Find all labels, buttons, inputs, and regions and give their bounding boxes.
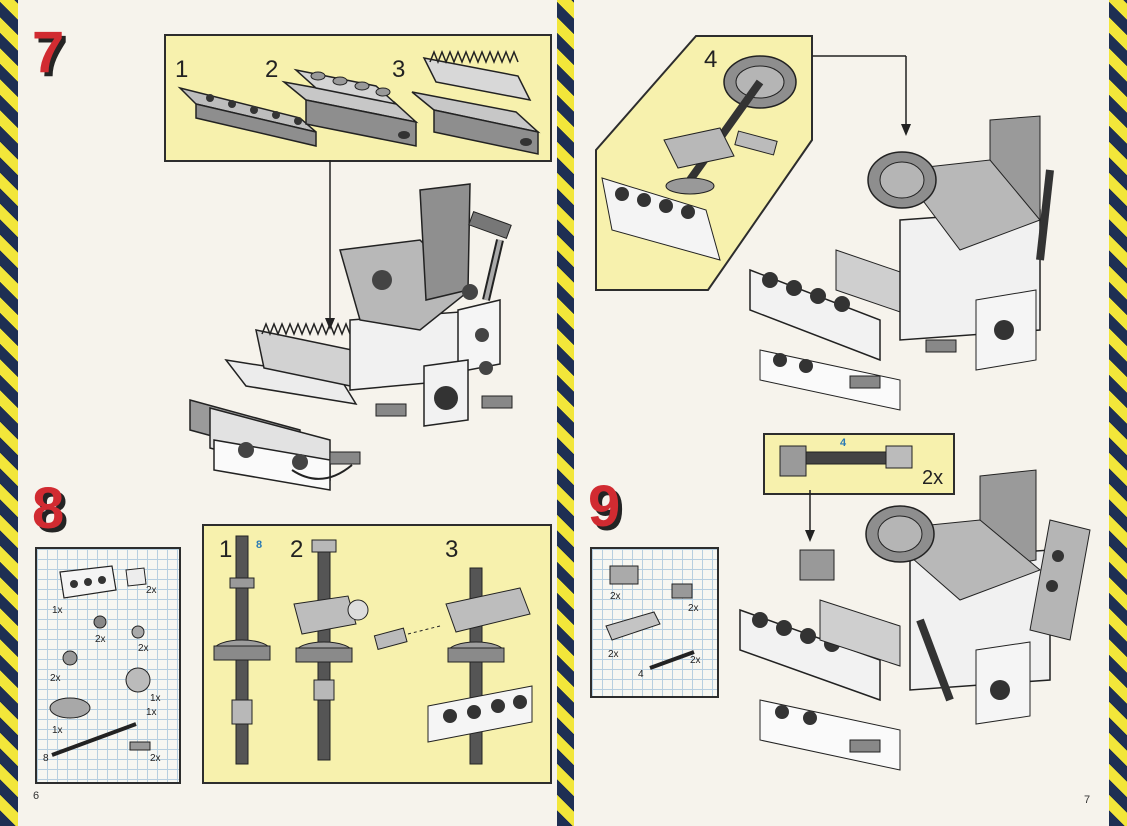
gear-large-icon bbox=[125, 667, 151, 693]
step-9-part-qty-2: 2x bbox=[688, 603, 699, 614]
axle-icon bbox=[649, 650, 695, 670]
subassembly-qty: 2x bbox=[922, 467, 944, 489]
peg-icon bbox=[671, 583, 693, 599]
technic-plate-icon bbox=[605, 611, 661, 641]
step-7-assembly-icon bbox=[189, 183, 513, 491]
axle-gear-assembly-2-icon bbox=[293, 539, 369, 761]
step-7-substep-2: 2 bbox=[265, 56, 279, 83]
connector-brick-icon bbox=[125, 567, 147, 587]
step-9-assembly-icon bbox=[739, 469, 1091, 771]
part-qty-3: 2x bbox=[95, 634, 106, 645]
connector-icon bbox=[609, 565, 639, 585]
gear-rack-icon bbox=[411, 49, 541, 155]
step-9-part-qty-3: 2x bbox=[608, 649, 619, 660]
step-7-substep-3: 3 bbox=[392, 56, 406, 83]
step-9-part-qty-1: 2x bbox=[610, 591, 621, 602]
step-8-illustration bbox=[213, 535, 533, 765]
step-9-axle-length: 4 bbox=[638, 669, 644, 680]
wheel-icon bbox=[49, 697, 91, 719]
axle-icon bbox=[51, 722, 137, 757]
step-8-parts-icons bbox=[49, 565, 151, 757]
part-qty-6: 1x bbox=[150, 693, 161, 704]
step-8-substep-1: 1 bbox=[219, 536, 233, 563]
part-qty-4: 2x bbox=[138, 643, 149, 654]
step-8-substep-3: 3 bbox=[445, 536, 459, 563]
hazard-stripe-right bbox=[1109, 0, 1127, 826]
step-8-number: 8 bbox=[32, 476, 65, 541]
part-qty-5: 2x bbox=[50, 673, 61, 684]
part-qty-1: 1x bbox=[52, 605, 63, 616]
axle-joiner-icon bbox=[62, 650, 78, 666]
axle-gear-assembly-3-icon bbox=[373, 567, 533, 765]
page-number-right: 7 bbox=[1084, 794, 1091, 806]
subassembly-axle-length: 4 bbox=[840, 437, 847, 449]
page-number-left: 6 bbox=[33, 790, 40, 802]
step-9-part-qty-4: 2x bbox=[690, 655, 701, 666]
technic-plate-icon bbox=[177, 86, 317, 147]
axle-length: 8 bbox=[43, 753, 49, 764]
part-qty-8: 1x bbox=[52, 725, 63, 736]
part-qty-2: 2x bbox=[146, 585, 157, 596]
peg-icon bbox=[129, 741, 151, 751]
step-8-substep-2: 2 bbox=[290, 536, 304, 563]
axle-gear-assembly-1-icon bbox=[213, 535, 271, 765]
step-7-number: 7 bbox=[32, 20, 65, 85]
step-9-number: 9 bbox=[588, 474, 621, 539]
step-8-substep-1-axle: 8 bbox=[256, 539, 263, 551]
axle-connector-subassembly-icon bbox=[779, 445, 913, 477]
hazard-stripe-center bbox=[557, 0, 574, 826]
step-7-substep-1: 1 bbox=[175, 56, 189, 83]
wheel-axle-subassembly-icon bbox=[601, 55, 797, 261]
step-8-assembly-icon bbox=[749, 115, 1054, 411]
bush-icon bbox=[93, 615, 107, 629]
hazard-stripe-left bbox=[0, 0, 18, 826]
part-qty-9: 2x bbox=[150, 753, 161, 764]
step-8-substep-4: 4 bbox=[704, 46, 718, 73]
step-7-illustration bbox=[177, 49, 541, 491]
brick-on-plate-icon bbox=[281, 68, 419, 147]
part-qty-7: 1x bbox=[146, 707, 157, 718]
gear-small-icon bbox=[131, 625, 145, 639]
